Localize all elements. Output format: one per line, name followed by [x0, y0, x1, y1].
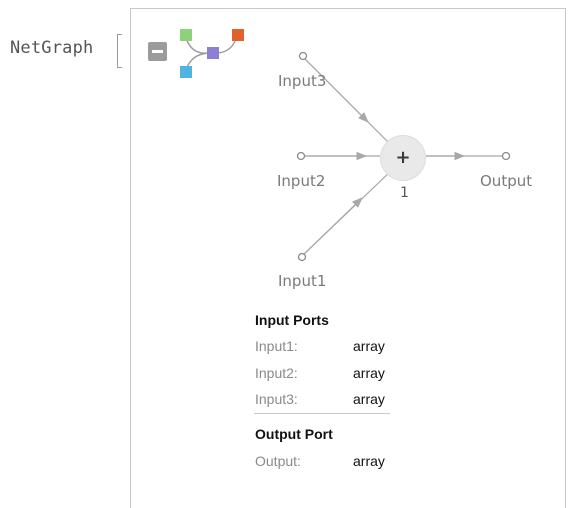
netgraph-head: NetGraph [10, 38, 94, 58]
output-port-value: array [353, 453, 385, 469]
input-port-key: Input1: [255, 338, 298, 354]
icon-input-square [180, 66, 192, 78]
port-label-output: Output [480, 172, 533, 190]
icon-input-square [180, 29, 192, 41]
input-port-value: array [353, 338, 385, 354]
plus-layer-node[interactable]: + [380, 135, 426, 181]
netgraph-icon [180, 29, 244, 78]
section-divider [254, 413, 390, 414]
input-port-key: Input2: [255, 365, 298, 381]
edge-arrow [301, 197, 363, 257]
port-label-input1: Input1 [278, 272, 327, 290]
open-bracket [117, 34, 122, 68]
output-port-title: Output Port [255, 426, 333, 442]
input-port-value: array [353, 365, 385, 381]
input-port-value: array [353, 391, 385, 407]
port-dot-output[interactable] [501, 151, 511, 161]
input-ports-title: Input Ports [255, 312, 329, 328]
port-dot-input1[interactable] [297, 252, 307, 262]
netgraph-panel [130, 8, 566, 508]
input-port-key: Input3: [255, 391, 298, 407]
icon-output-square [232, 29, 244, 41]
port-dot-input2[interactable] [296, 151, 306, 161]
collapse-button[interactable] [148, 42, 167, 61]
output-port-key: Output: [255, 453, 301, 469]
port-label-input2: Input2 [277, 172, 326, 190]
edge-arrow [302, 56, 369, 123]
port-label-input3: Input3 [278, 72, 327, 90]
port-dot-input3[interactable] [298, 51, 308, 61]
icon-node-square [207, 47, 219, 59]
node-index: 1 [400, 185, 409, 201]
